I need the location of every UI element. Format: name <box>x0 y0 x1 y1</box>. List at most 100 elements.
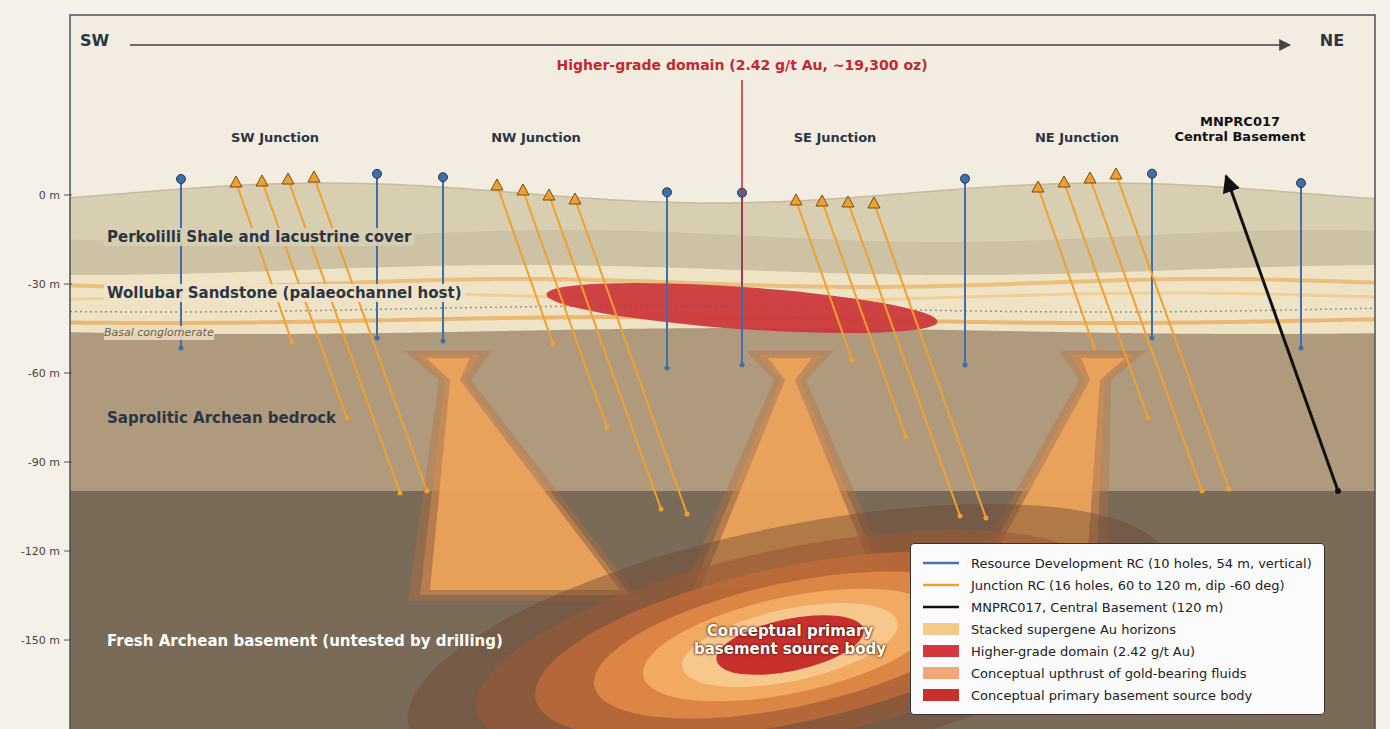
layer-label: Saprolitic Archean bedrock <box>104 409 339 427</box>
rc-hole <box>1300 183 1302 348</box>
collar-triangle <box>256 175 268 186</box>
rc-hole <box>549 195 661 509</box>
depth-label: -90 m <box>28 456 60 469</box>
source-body: Conceptual primary basement source body <box>686 617 894 663</box>
layer-band: Saprolitic Archean bedrock <box>70 332 1375 491</box>
collar-triangle <box>816 195 828 206</box>
junction-label: SW Junction <box>231 130 319 145</box>
rc-hole <box>314 177 427 491</box>
rc-hole <box>964 179 966 365</box>
legend-row: Resource Development RC (10 holes, 54 m,… <box>923 552 1312 574</box>
hole-end <box>605 425 610 430</box>
depth-tick <box>64 284 72 285</box>
hole-end <box>551 342 556 347</box>
legend-row: Stacked supergene Au horizons <box>923 618 1312 640</box>
legend-text: Conceptual upthrust of gold-bearing flui… <box>971 666 1246 681</box>
rc-hole <box>376 174 378 338</box>
legend-text: Higher-grade domain (2.42 g/t Au) <box>971 644 1195 659</box>
fluid-upthrust <box>416 355 630 595</box>
legend-row: Higher-grade domain (2.42 g/t Au) <box>923 640 1312 662</box>
depth-label: -150 m <box>21 634 60 647</box>
legend-line-sample <box>923 606 959 609</box>
hole-end <box>1150 336 1155 341</box>
layer-label: Wollubar Sandstone (palaeochannel host) <box>104 284 465 302</box>
depth-tick <box>64 640 72 641</box>
legend-row: Junction RC (16 holes, 60 to 120 m, dip … <box>923 574 1312 596</box>
legend-text: Stacked supergene Au horizons <box>971 622 1176 637</box>
collar-triangle <box>491 179 503 190</box>
legend-text: Resource Development RC (10 holes, 54 m,… <box>971 556 1312 571</box>
legend-text: Conceptual primary basement source body <box>971 688 1252 703</box>
fluid-upthrust <box>404 351 642 601</box>
direction-label: NE <box>1320 31 1344 50</box>
legend-line <box>923 557 959 569</box>
collar <box>439 173 448 182</box>
collar-triangle <box>282 173 294 184</box>
collar-triangle <box>308 171 320 182</box>
fluid-upthrust <box>426 358 620 590</box>
rc-hole <box>1151 174 1153 338</box>
collar <box>373 169 382 178</box>
rc-hole <box>236 182 292 342</box>
collar-triangle <box>230 176 242 187</box>
hole-end <box>290 340 295 345</box>
collar-triangle <box>868 197 880 208</box>
rc-hole <box>497 185 553 344</box>
rc-hole <box>575 199 687 514</box>
depth-tick <box>64 195 72 196</box>
junction-label: NE Junction <box>1035 130 1119 145</box>
hole-end <box>958 514 963 519</box>
source-body-zone <box>633 567 946 723</box>
hole-end <box>659 507 664 512</box>
legend-text: Junction RC (16 holes, 60 to 120 m, dip … <box>971 578 1285 593</box>
hole-end <box>963 363 968 368</box>
collar <box>961 174 970 183</box>
collar-triangle <box>543 189 555 200</box>
hole-end <box>1200 489 1205 494</box>
legend-line-sample <box>923 562 959 565</box>
hole-end <box>375 336 380 341</box>
layer-label: Fresh Archean basement (untested by dril… <box>104 632 506 650</box>
rc-hole <box>523 190 607 427</box>
collar-triangle <box>1084 172 1096 183</box>
hole-end <box>179 346 184 351</box>
leader-line <box>741 80 743 286</box>
rc-hole <box>180 179 182 348</box>
layer-band: Wollubar Sandstone (palaeochannel host) <box>70 270 1375 310</box>
rc-hole <box>1064 182 1148 418</box>
legend-line <box>923 579 959 591</box>
collar-triangle <box>569 193 581 204</box>
layer-label: Conceptual primary basement source body <box>686 622 894 658</box>
legend-box: Resource Development RC (10 holes, 54 m,… <box>910 543 1325 715</box>
legend-swatch <box>923 623 959 635</box>
hole-end <box>984 516 989 521</box>
hole-end <box>1299 346 1304 351</box>
hole-end <box>398 491 403 496</box>
depth-label: 0 m <box>39 189 60 202</box>
rc-hole <box>822 201 906 437</box>
hole-end <box>441 339 446 344</box>
hole-end <box>904 435 909 440</box>
hole-end <box>425 489 430 494</box>
frame-ground <box>70 15 1375 729</box>
collar <box>1297 179 1306 188</box>
layer-band: Perkolilli Shale and lacustrine cover <box>70 205 1375 267</box>
rc-hole <box>288 179 400 493</box>
depth-label: -60 m <box>28 367 60 380</box>
collar <box>1148 169 1157 178</box>
legend-row: MNPRC017, Central Basement (120 m) <box>923 596 1312 618</box>
depth-tick <box>64 462 72 463</box>
hole-end <box>1146 416 1151 421</box>
rc-hole <box>666 192 668 368</box>
legend-swatch <box>923 689 959 701</box>
collar-triangle <box>1110 168 1122 179</box>
collar <box>177 175 186 184</box>
rc-hole <box>874 203 986 518</box>
legend-line <box>923 601 959 613</box>
legend-row: Conceptual primary basement source body <box>923 684 1312 706</box>
rc-hole <box>848 202 960 516</box>
hole-end <box>1335 488 1341 494</box>
collar-triangle <box>1032 181 1044 192</box>
depth-label: -120 m <box>21 545 60 558</box>
